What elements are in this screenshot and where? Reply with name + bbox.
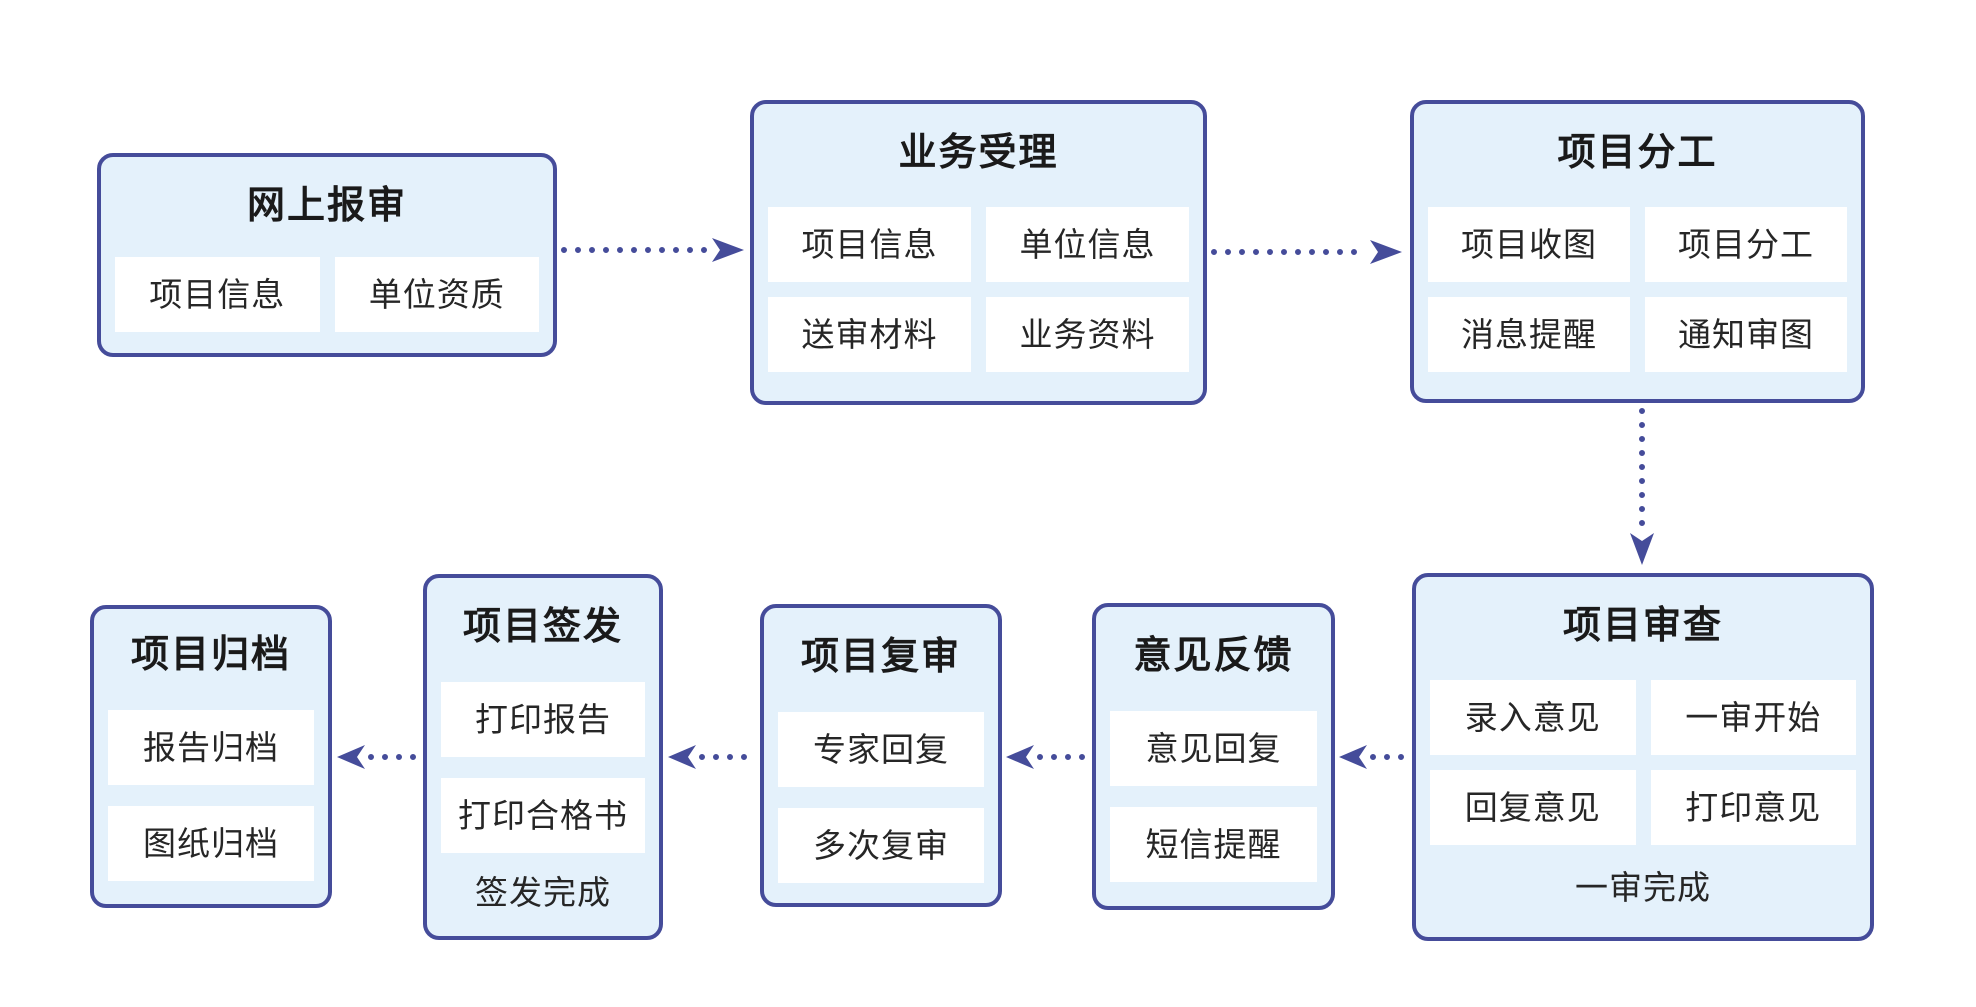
node-title: 网上报审 — [246, 185, 407, 227]
node-item: 送审材料 — [768, 297, 971, 372]
node-footer: 签发完成 — [475, 874, 611, 911]
node-item: 单位资质 — [334, 257, 539, 332]
node-item: 专家回复 — [778, 712, 984, 787]
arrow-right-submission-to-acceptance-icon — [561, 238, 744, 262]
node-item: 回复意见 — [1430, 770, 1636, 845]
arrow-left-issuance-to-archive-icon — [337, 745, 420, 769]
node-item: 项目信息 — [115, 257, 320, 332]
node-item: 打印合格书 — [441, 778, 645, 853]
node-item: 打印报告 — [441, 682, 645, 757]
node-item: 业务资料 — [986, 297, 1189, 372]
node-opinion-feedback: 意见反馈 意见回复 短信提醒 — [1092, 603, 1335, 910]
arrow-right-acceptance-to-assignment-icon — [1211, 240, 1402, 264]
node-item: 短信提醒 — [1110, 807, 1317, 882]
node-title: 业务受理 — [898, 132, 1059, 174]
node-title: 项目复审 — [800, 636, 961, 678]
node-item: 项目分工 — [1645, 207, 1847, 282]
node-project-recheck: 项目复审 专家回复 多次复审 — [760, 604, 1002, 907]
node-item: 一审开始 — [1650, 680, 1856, 755]
node-project-review: 项目审查 录入意见 一审开始 回复意见 打印意见 一审完成 — [1412, 573, 1874, 941]
node-item: 通知审图 — [1645, 297, 1847, 372]
node-business-acceptance: 业务受理 项目信息 单位信息 送审材料 业务资料 — [750, 100, 1207, 405]
node-item: 打印意见 — [1650, 770, 1856, 845]
node-footer: 一审完成 — [1575, 869, 1711, 906]
node-project-archive: 项目归档 报告归档 图纸归档 — [90, 605, 332, 908]
node-title: 项目分工 — [1557, 132, 1718, 174]
node-item: 录入意见 — [1430, 680, 1636, 755]
node-item: 项目信息 — [768, 207, 971, 282]
node-item: 报告归档 — [108, 710, 314, 785]
node-title: 项目审查 — [1562, 605, 1723, 647]
node-item: 多次复审 — [778, 808, 984, 883]
arrow-left-recheck-to-issuance-icon — [668, 745, 757, 769]
node-title: 意见反馈 — [1133, 635, 1294, 677]
node-item: 消息提醒 — [1428, 297, 1630, 372]
node-title: 项目归档 — [130, 634, 291, 676]
node-item: 意见回复 — [1110, 711, 1317, 786]
node-online-submission: 网上报审 项目信息 单位资质 — [97, 153, 557, 357]
arrow-left-review-to-feedback-icon — [1339, 745, 1412, 769]
node-item: 单位信息 — [986, 207, 1189, 282]
node-item: 项目收图 — [1428, 207, 1630, 282]
node-title: 项目签发 — [462, 606, 623, 648]
node-project-assignment: 项目分工 项目收图 项目分工 消息提醒 通知审图 — [1410, 100, 1865, 403]
arrow-left-feedback-to-recheck-icon — [1006, 745, 1089, 769]
arrow-down-assignment-to-review-icon — [1630, 408, 1654, 565]
node-project-issuance: 项目签发 打印报告 打印合格书 签发完成 — [423, 574, 663, 940]
node-item: 图纸归档 — [108, 806, 314, 881]
